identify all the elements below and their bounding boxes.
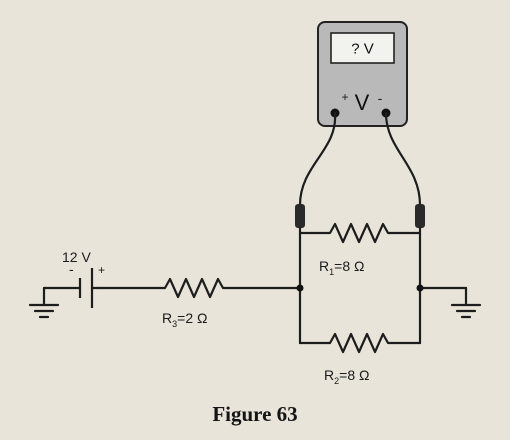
probe-lead-positive: [298, 111, 337, 207]
voltmeter-symbol: V: [355, 90, 370, 115]
voltmeter-display: [330, 32, 395, 64]
r1-label: R1=8 Ω: [319, 258, 364, 277]
battery-voltage-label: 12 V: [62, 249, 91, 265]
battery-plus-sign: +: [98, 263, 105, 277]
battery-minus-sign: -: [69, 261, 74, 277]
r2-label: R2=8 Ω: [324, 367, 369, 386]
voltmeter-minus-sign: -: [378, 90, 383, 106]
r3-label: R3=2 Ω: [162, 310, 207, 329]
probe-lead-negative: [384, 111, 422, 207]
figure-caption: Figure 63: [212, 402, 297, 426]
resistor-r2: [298, 332, 422, 354]
ground-right-icon: [450, 286, 482, 319]
voltmeter-reading: ? V: [351, 41, 374, 58]
resistor-r1: [298, 222, 422, 244]
battery: 12 V - +: [42, 249, 105, 308]
voltmeter-plus-sign: +: [341, 90, 348, 104]
probe-clip-negative: [415, 204, 425, 228]
ground-left-icon: [28, 286, 60, 319]
junction-right: [416, 284, 424, 292]
voltmeter: ? V V + -: [317, 21, 408, 127]
junction-left: [296, 284, 304, 292]
resistor-r3: [95, 277, 302, 299]
probe-clip-positive: [295, 204, 305, 228]
